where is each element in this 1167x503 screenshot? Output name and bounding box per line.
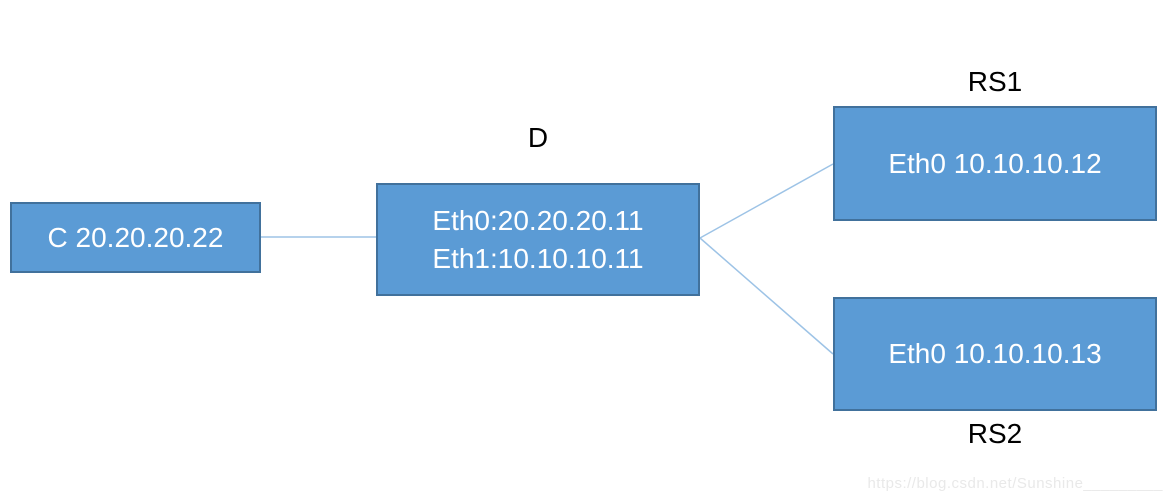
- node-director-eth0: Eth0:20.20.20.11: [432, 204, 644, 236]
- node-director: Eth0:20.20.20.11 Eth1:10.10.10.11: [376, 183, 700, 296]
- connector-director-rs2: [699, 237, 834, 355]
- node-rs1-title: RS1: [967, 66, 1023, 97]
- node-rs2-title: RS2: [967, 418, 1023, 449]
- node-client-label: C 20.20.20.22: [47, 221, 224, 253]
- node-rs2-label: Eth0 10.10.10.13: [888, 338, 1102, 369]
- node-rs1: Eth0 10.10.10.12: [833, 106, 1157, 221]
- node-rs2: Eth0 10.10.10.13: [833, 297, 1157, 411]
- csdn-watermark: https://blog.csdn.net/Sunshine_________: [867, 475, 1163, 492]
- node-client: C 20.20.20.22: [10, 202, 261, 273]
- node-director-title: D: [527, 122, 549, 153]
- node-rs1-label: Eth0 10.10.10.12: [888, 147, 1102, 179]
- connector-director-rs1: [699, 163, 834, 239]
- node-director-eth1: Eth1:10.10.10.11: [432, 242, 644, 274]
